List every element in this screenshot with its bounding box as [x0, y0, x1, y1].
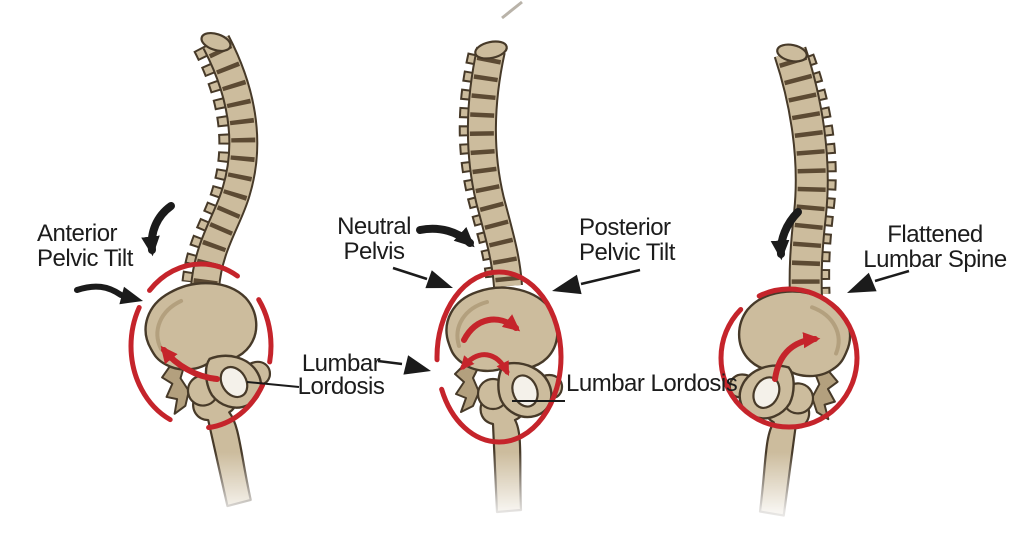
label-line: Anterior [37, 220, 118, 247]
label-lumbar-lordosis-right: Lumbar Lordosis [566, 370, 738, 397]
spine-flattened [773, 43, 837, 299]
black-curved-arrow-anterior-spine [141, 202, 175, 257]
label-posterior-pelvic-tilt: Posterior Pelvic Tilt [579, 215, 675, 265]
top-vertebra [200, 31, 232, 53]
label-line: Lumbar Lordosis [566, 370, 738, 397]
panel-anterior-pelvic-tilt [74, 31, 300, 517]
label-line: Pelvic Tilt [579, 239, 675, 266]
spine-neutral [458, 40, 523, 288]
label-lumbar-lordosis-left: Lumbar Lordosis [293, 350, 389, 400]
red-rotation-arrow-posterior [772, 332, 821, 382]
top-vertebra [474, 40, 508, 60]
label-line: Lumbar Spine [863, 246, 1007, 273]
anterior-label-arrow [74, 283, 143, 305]
red-circle-neutral [434, 269, 564, 445]
label-flattened-lumbar-spine: Flattened Lumbar Spine [850, 222, 1020, 272]
label-line: Pelvis [343, 238, 405, 265]
red-rotation-arrow-anterior [160, 345, 220, 382]
red-circle-anterior [128, 261, 274, 431]
black-curved-arrow-neutral-spine [416, 224, 475, 248]
red-circle-posterior [718, 286, 860, 430]
black-curved-arrow-posterior-spine [770, 208, 802, 261]
label-line: Lordosis [297, 373, 385, 400]
neutral-label-arrow [392, 266, 453, 289]
panel-neutral-pelvis [377, 40, 641, 514]
label-line: Flattened [887, 221, 983, 248]
posterior-label-arrow [552, 268, 641, 295]
top-vertebra [776, 43, 808, 63]
label-neutral-pelvis: Neutral Pelvis [314, 214, 434, 264]
panel-flattened-lumbar-spine [716, 43, 910, 522]
spine-anterior [181, 31, 259, 290]
label-line: Neutral [337, 213, 411, 240]
stray-sketch-mark [501, 0, 523, 20]
label-line: Pelvic Tilt [37, 245, 133, 272]
red-rotation-arrow-neutral-upper [461, 314, 521, 343]
flattened-label-arrow [847, 269, 910, 293]
lordosis-left-label-arrow [377, 355, 431, 375]
label-anterior-pelvic-tilt: Anterior Pelvic Tilt [37, 221, 133, 271]
femur-fadeout [0, 452, 1024, 559]
lordosis-left-leader-line [246, 381, 300, 388]
label-line: Lumbar [301, 350, 381, 377]
red-rotation-arrow-neutral-lower [460, 352, 510, 377]
label-line: Posterior [579, 214, 671, 241]
